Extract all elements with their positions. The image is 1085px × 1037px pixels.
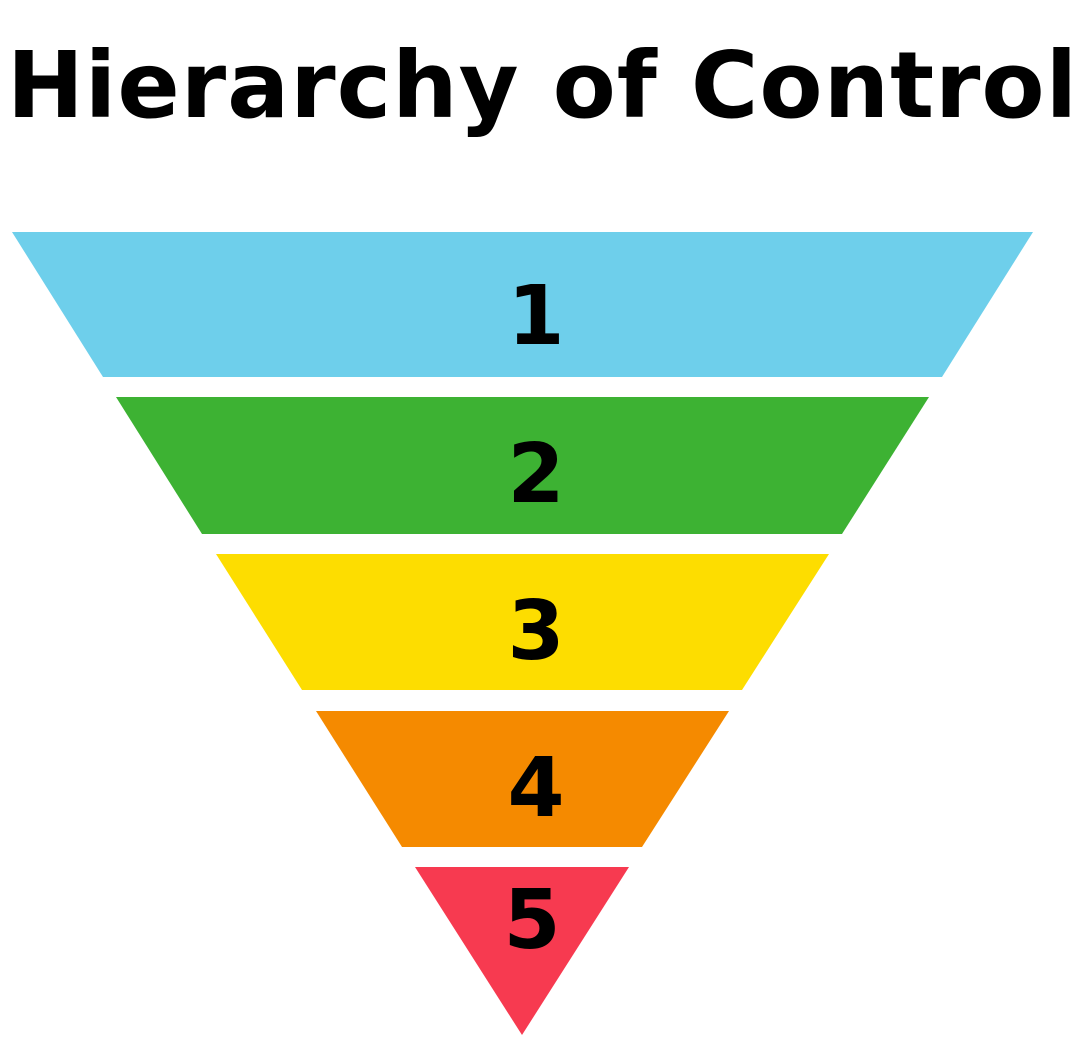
funnel-level-3: 3 <box>216 554 829 690</box>
funnel-level-5-label: 5 <box>503 873 560 968</box>
funnel-level-3-shape <box>216 554 829 690</box>
funnel-level-5: 5 <box>415 867 629 1035</box>
funnel-level-4: 4 <box>316 711 729 847</box>
funnel-level-5-shape <box>415 867 629 1035</box>
funnel-level-1-shape <box>12 232 1033 377</box>
funnel-level-1-label: 1 <box>507 269 564 364</box>
funnel-level-2-shape <box>116 397 929 534</box>
funnel-level-3-label: 3 <box>507 584 564 679</box>
funnel-level-2: 2 <box>116 397 929 534</box>
funnel-level-4-shape <box>316 711 729 847</box>
funnel-level-4-label: 4 <box>507 741 564 836</box>
funnel-level-2-label: 2 <box>507 427 564 522</box>
page-title: Hierarchy of Control <box>6 32 1079 139</box>
funnel-level-1: 1 <box>12 232 1033 377</box>
